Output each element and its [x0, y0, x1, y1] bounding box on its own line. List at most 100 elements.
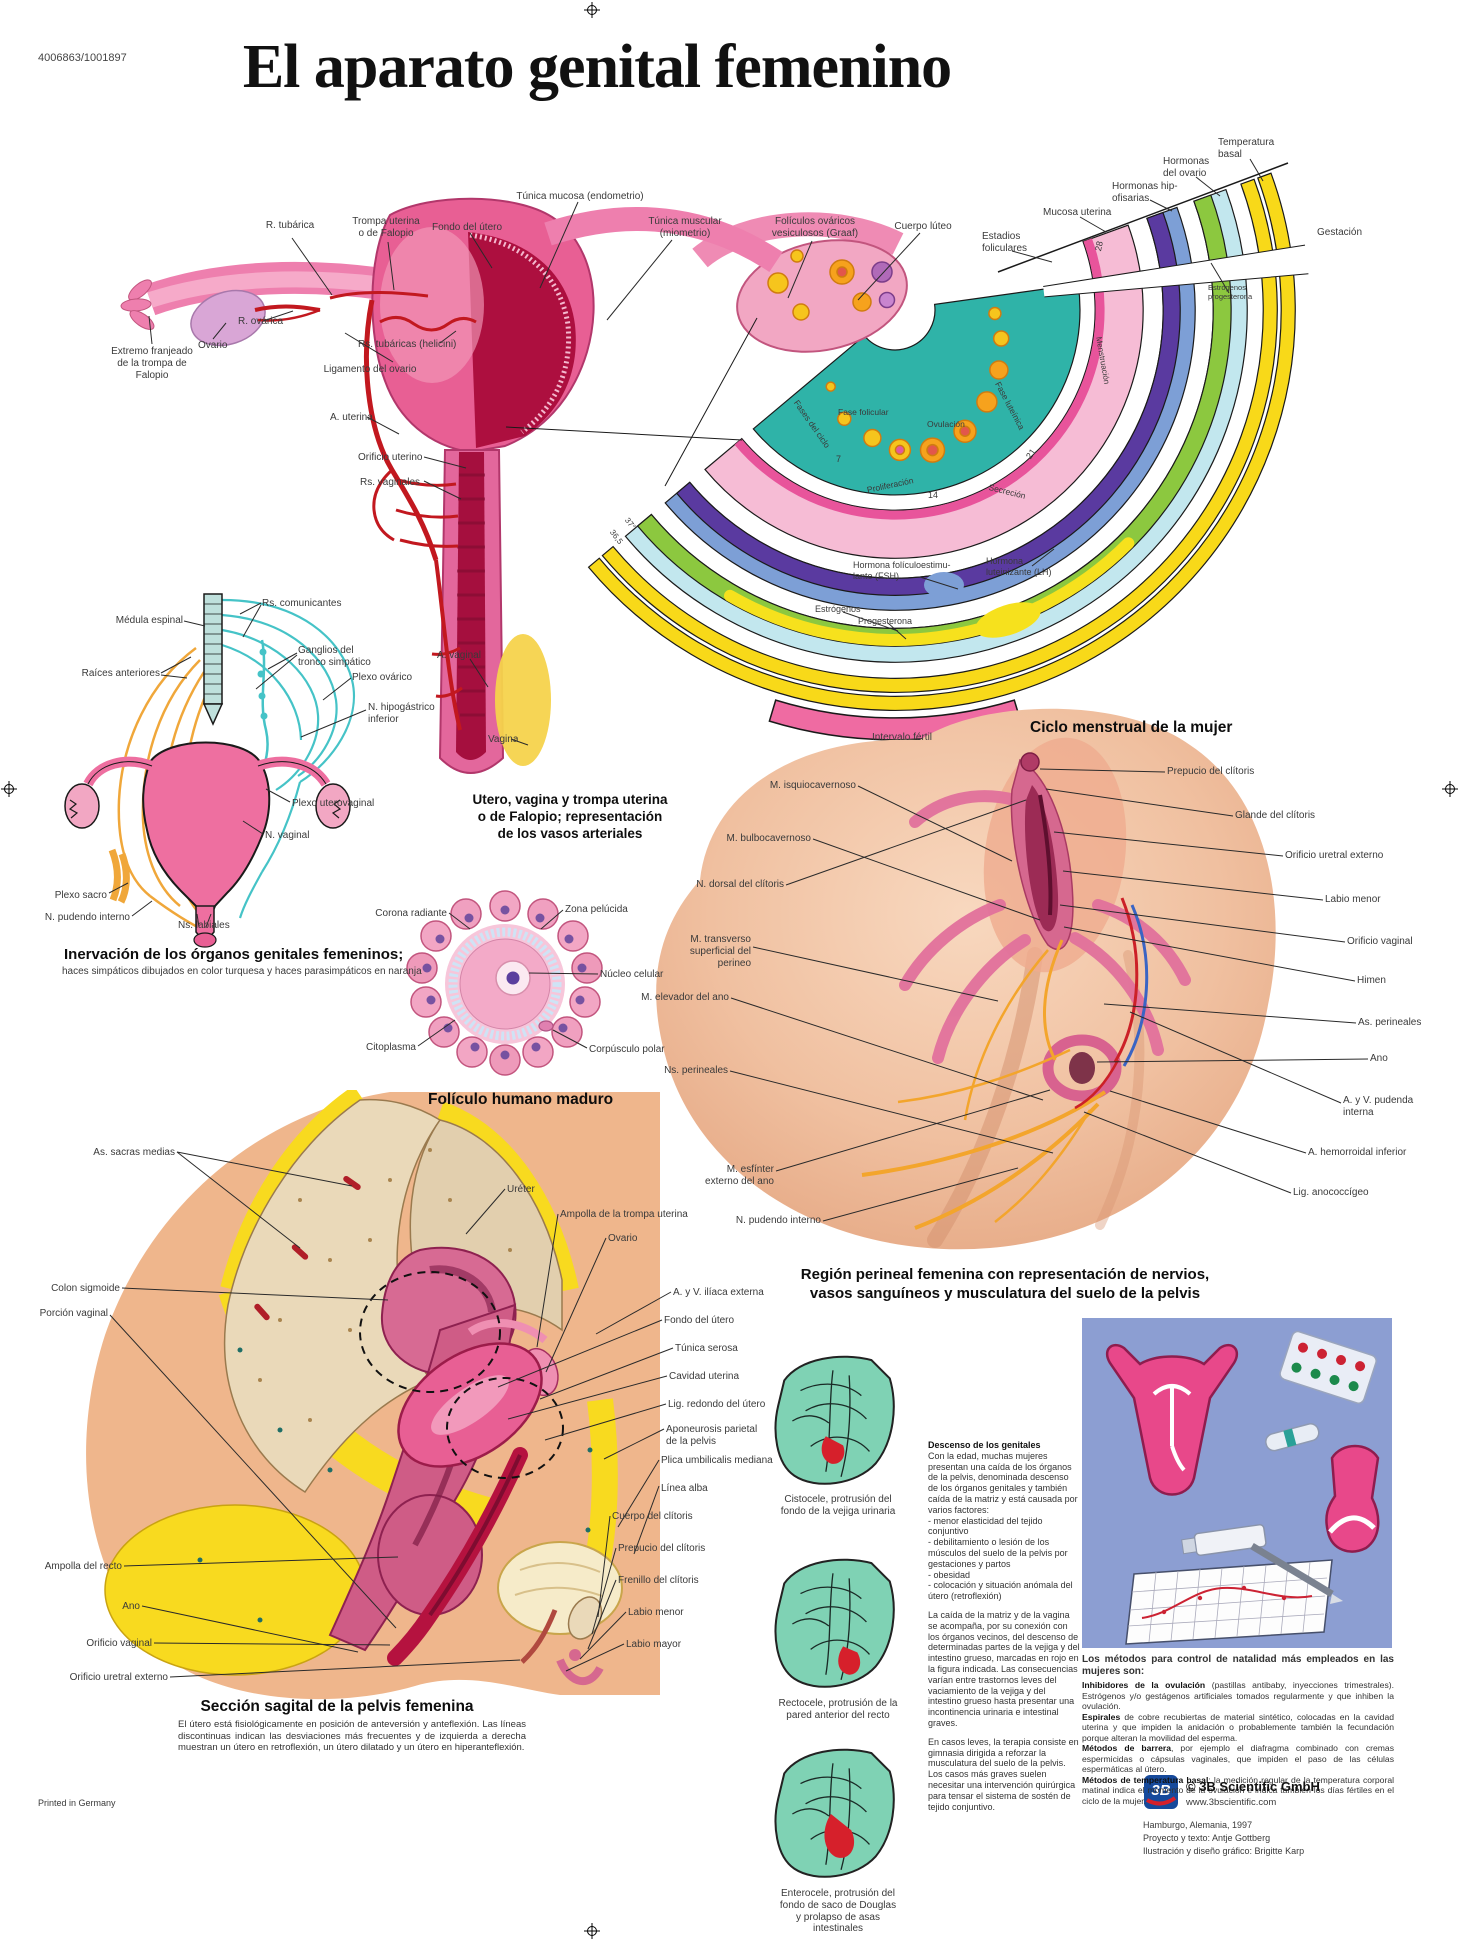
label-as-sacras-medias: As. sacras medias — [93, 1147, 175, 1158]
caption-utero-vagina: Utero, vagina y trompa uterina o de Falo… — [472, 792, 668, 841]
caption-seccion-sagital: Sección sagital de la pelvis femenina — [200, 1698, 474, 1715]
descent-bullet-3: - obesidad — [928, 1569, 971, 1580]
label-orificio-uretral-sagittal: Orificio uretral externo — [69, 1672, 168, 1683]
label-dia-28: 28 — [1093, 240, 1105, 253]
label-ovario-sagittal: Ovario — [608, 1233, 638, 1244]
label-rectocele: Rectocele, protrusión de la pared anteri… — [778, 1698, 898, 1721]
label-tunica-mucosa: Túnica mucosa (endometrio) — [516, 191, 644, 202]
label-estrogenos-progesterona: Estrógenos progesterona — [1208, 283, 1253, 301]
label-colon-sigmoide: Colon sigmoide — [51, 1283, 120, 1294]
label-rs-comunicantes: Rs. comunicantes — [262, 598, 342, 609]
label-prepucio-clitoris-sagittal: Prepucio del clítoris — [618, 1543, 706, 1554]
label-plexo-uterovaginal: Plexo uterovaginal — [292, 798, 375, 809]
label-as-perineales: As. perineales — [1358, 1017, 1422, 1028]
label-m-transverso: M. transverso superficial del perineo — [689, 934, 751, 969]
methods-item-1: Inhibidores de la ovulación (pastillas a… — [1082, 1680, 1394, 1711]
label-fondo-utero: Fondo del útero — [431, 222, 503, 233]
label-n-pudendo-interno: N. pudendo interno — [44, 912, 130, 923]
label-temperatura-basal: Temperatura basal — [1218, 137, 1275, 160]
label-a-vaginal: A. vaginal — [437, 650, 481, 661]
label-n-hipogastrico: N. hipogástrico inferior — [368, 702, 435, 725]
label-estadios-foliculares: Estadios foliculares — [982, 231, 1028, 254]
methods-item-4-rest: : la medición regular de la temperatura … — [1082, 1774, 1395, 1806]
cistocele-figure — [774, 1355, 895, 1485]
contraception-methods-box — [1082, 1318, 1392, 1648]
crop-mark-left — [1, 781, 17, 797]
caption-seccion-sagital-text: El útero está fisiológicamente en posici… — [178, 1719, 526, 1754]
label-himen: Himen — [1357, 975, 1386, 986]
descent-bullet-4: - colocación y situación anómala del úte… — [928, 1580, 1073, 1602]
methods-item-2-lead: Espirales — [1082, 1711, 1121, 1722]
label-plexo-ovarico: Plexo ovárico — [352, 672, 413, 683]
descent-text: Descenso de los genitales Con la edad, m… — [928, 1440, 1080, 1812]
label-rs-tubaricas: Rs. tubáricas (helicini) — [358, 339, 457, 350]
printed-in-germany: Printed in Germany — [38, 1798, 116, 1808]
label-hormonas-hipofisarias: Hormonas hip- ofisarias — [1112, 181, 1178, 204]
methods-heading: Los métodos para control de natalidad má… — [1082, 1654, 1394, 1678]
page-title: El aparato genital femenino — [242, 33, 952, 101]
label-orificio-uterino: Orificio uterino — [358, 452, 423, 463]
credits-city: Hamburgo, Alemania, 1997 — [1143, 1820, 1253, 1830]
label-labio-mayor: Labio mayor — [626, 1639, 682, 1650]
label-ampolla-trompa: Ampolla de la trompa uterina — [560, 1209, 688, 1220]
rectocele-figure — [774, 1558, 895, 1688]
label-estrogenos: Estrógenos — [815, 604, 861, 614]
label-n-vaginal: N. vaginal — [265, 830, 310, 841]
label-n-pudendo-perineal: N. pudendo interno — [735, 1215, 821, 1226]
label-prepucio-clitoris: Prepucio del clítoris — [1167, 766, 1255, 777]
label-ovulacion: Ovulación — [927, 419, 965, 429]
label-ligamento-ovario: Ligamento del ovario — [323, 364, 417, 375]
enterocele-figure — [774, 1748, 895, 1878]
label-extremo-franjeado: Extremo franjeado de la trompa de Falopi… — [111, 346, 193, 381]
label-fsh: Hormona folículoestimu- lante (FSH) — [853, 560, 951, 581]
label-lig-redondo: Lig. redondo del útero — [668, 1399, 766, 1410]
label-orificio-vaginal: Orificio vaginal — [1347, 936, 1413, 947]
descent-p1: Con la edad, muchas mujeres presentan un… — [928, 1450, 1078, 1515]
label-cistocele: Cistocele, protrusión del fondo de la ve… — [780, 1494, 896, 1517]
caption-foliculo: Folículo humano maduro — [428, 1091, 614, 1108]
label-m-bulbocavernoso: M. bulbocavernoso — [726, 833, 812, 844]
subcaption-inervacion: haces simpáticos dibujados en color turq… — [62, 966, 422, 977]
label-trompa-uterina: Trompa uterina o de Falopio — [352, 216, 420, 239]
label-tunica-muscular: Túnica muscular (miometrio) — [648, 216, 722, 239]
svg-text:3B: 3B — [1151, 1782, 1170, 1799]
label-cavidad-uterina: Cavidad uterina — [669, 1371, 740, 1382]
methods-item-4: Métodos de temperatura basal: la medició… — [1082, 1775, 1394, 1806]
label-linea-alba: Línea alba — [661, 1483, 708, 1494]
label-intervalo-fertil: Intervalo fértil — [872, 732, 933, 743]
label-labio-menor-sagittal: Labio menor — [628, 1607, 684, 1618]
label-ano-sagittal: Ano — [122, 1601, 140, 1612]
label-mucosa-uterina: Mucosa uterina — [1043, 207, 1112, 218]
methods-item-3: Métodos de barrera, por ejemplo el diafr… — [1082, 1743, 1394, 1774]
label-n-dorsal-clitoris: N. dorsal del clítoris — [696, 879, 784, 890]
credits-url[interactable]: www.3bscientific.com — [1186, 1797, 1277, 1808]
label-foliculos-ovaricos: Folículos ováricos vesiculosos (Graaf) — [771, 216, 859, 239]
label-dia-7: 7 — [836, 454, 842, 464]
label-hormonas-ovario: Hormonas del ovario — [1163, 156, 1210, 179]
methods-item-1-rest: (pastillas antibaby, inyecciones trimest… — [1082, 1680, 1394, 1712]
label-gestacion: Gestación — [1317, 227, 1363, 238]
label-progesterona: Progesterona — [858, 616, 913, 626]
label-tunica-serosa: Túnica serosa — [675, 1343, 738, 1354]
label-r-tubarica: R. tubárica — [265, 220, 315, 231]
label-nucleo-celular: Núcleo celular — [600, 969, 664, 980]
label-frenillo-clitoris: Frenillo del clítoris — [618, 1575, 699, 1586]
caption-inervacion: Inervación de los órganos genitales feme… — [64, 946, 404, 963]
label-labio-menor: Labio menor — [1325, 894, 1381, 905]
label-cuerpo-clitoris: Cuerpo del clítoris — [612, 1511, 693, 1522]
label-corona-radiante: Corona radiante — [375, 908, 447, 919]
label-a-uterina: A. uterina — [330, 412, 373, 423]
label-citoplasma: Citoplasma — [365, 1042, 416, 1053]
label-plica-umbilicalis: Plica umbilicalis mediana — [661, 1455, 773, 1466]
label-hemorroidal-inferior: A. hemorroidal inferior — [1308, 1147, 1407, 1158]
crop-mark-top — [584, 2, 600, 18]
label-glande-clitoris: Glande del clítoris — [1235, 810, 1316, 821]
descent-heading: Descenso de los genitales — [928, 1440, 1041, 1450]
crop-mark-bottom — [584, 1923, 600, 1939]
label-m-isquiocavernoso: M. isquiocavernoso — [769, 780, 856, 791]
label-fase-folicular: Fase folicular — [838, 407, 889, 417]
label-lh: Hormona luteinizante (LH) — [986, 556, 1052, 577]
label-ganglios-tronco: Ganglios del tronco simpático — [298, 645, 371, 668]
label-porcion-vaginal: Porción vaginal — [39, 1308, 108, 1319]
3b-logo: 3B — [1144, 1775, 1178, 1809]
